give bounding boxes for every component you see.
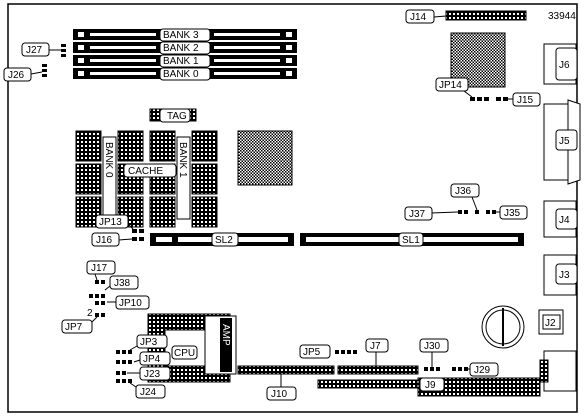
jp5-label: JP5 [303,347,321,358]
cache-bank1-label: BANK 1 [177,142,188,178]
cache-area: TAG BANK 0 BANK 1 CACHE [75,108,218,228]
j24-label: J24 [140,387,157,398]
j36-tag [450,183,480,198]
j26-label: J26 [8,70,25,81]
j23-tag [139,366,171,381]
j10-tag [266,386,297,401]
bank1-label: BANK 1 [163,56,199,67]
j27-tag [21,42,50,57]
cache-label: CACHE [128,166,163,177]
jp7-label: JP7 [65,322,83,333]
j14-tag [405,9,435,24]
j9-tag [419,377,445,392]
j7-connector [337,365,419,375]
bank0-label: BANK 0 [163,69,199,80]
j3-label: J3 [559,270,570,281]
j9-label: J9 [425,380,436,391]
j38-tag [109,275,139,290]
j30-tag [419,338,449,353]
jp13-label: JP13 [99,217,122,228]
j23-label: J23 [144,369,161,380]
jp5-tag [299,344,331,359]
j27-label: J27 [26,45,43,56]
j7-tag [365,338,389,353]
j36-label: J36 [455,186,472,197]
socket-brand: AMP [220,324,231,346]
memory-banks: BANK 3 BANK 2 BANK 1 BANK 0 [73,28,297,81]
jp14-label: JP14 [439,80,462,91]
jp10-label: JP10 [119,298,142,309]
j4-label: J4 [559,215,570,226]
board-id: 33944 [548,11,576,22]
jp3-label: JP3 [140,337,158,348]
j14-connector [445,10,527,21]
j29-tag [469,362,499,377]
j38-label: J38 [114,278,131,289]
j16-label: J16 [96,235,113,246]
jp10-tag [115,295,150,310]
jp4-label: JP4 [143,354,161,365]
j10-label: J10 [271,389,288,400]
j15-tag [512,92,541,107]
j9-connector-extended [417,377,541,397]
j15-label: J15 [517,95,534,106]
j29-label: J29 [474,365,491,376]
j17-tag [86,260,116,275]
j14-label: J14 [410,12,427,23]
expansion-slots: SL2 SL1 [150,232,524,247]
jp4-tag [139,351,171,366]
sl2-label: SL2 [215,235,233,246]
bank3-label: BANK 3 [163,30,199,41]
cpu-label: CPU [174,348,195,359]
sl1-label: SL1 [402,235,420,246]
tag-label: TAG [167,111,187,122]
j26-tag [3,67,32,82]
j2-label: J2 [545,318,556,329]
j6-label: J6 [559,60,570,71]
jp3-tag [136,334,168,349]
j7-label: J7 [370,341,381,352]
jp13-tag [95,214,129,229]
j37-label: J37 [409,209,426,220]
cache-bank0-label: BANK 0 [103,142,114,178]
j30-label: J30 [424,341,441,352]
j35-label: J35 [504,208,521,219]
large-chip-center [237,130,293,186]
j17-label: J17 [91,263,108,274]
j37-tag [404,206,433,221]
jp14-tag [435,77,469,92]
j16-tag [91,232,120,247]
rear-connectors: J6 J5 J4 J3 J2 [538,43,581,392]
j35-tag [499,205,528,220]
j5-label: J5 [559,136,570,147]
pin-marker: 2 [87,308,93,319]
j9-connector [317,379,419,389]
jp7-tag [61,319,93,334]
j24-tag [135,384,166,399]
j10-connector [237,365,335,375]
bank2-label: BANK 2 [163,43,199,54]
